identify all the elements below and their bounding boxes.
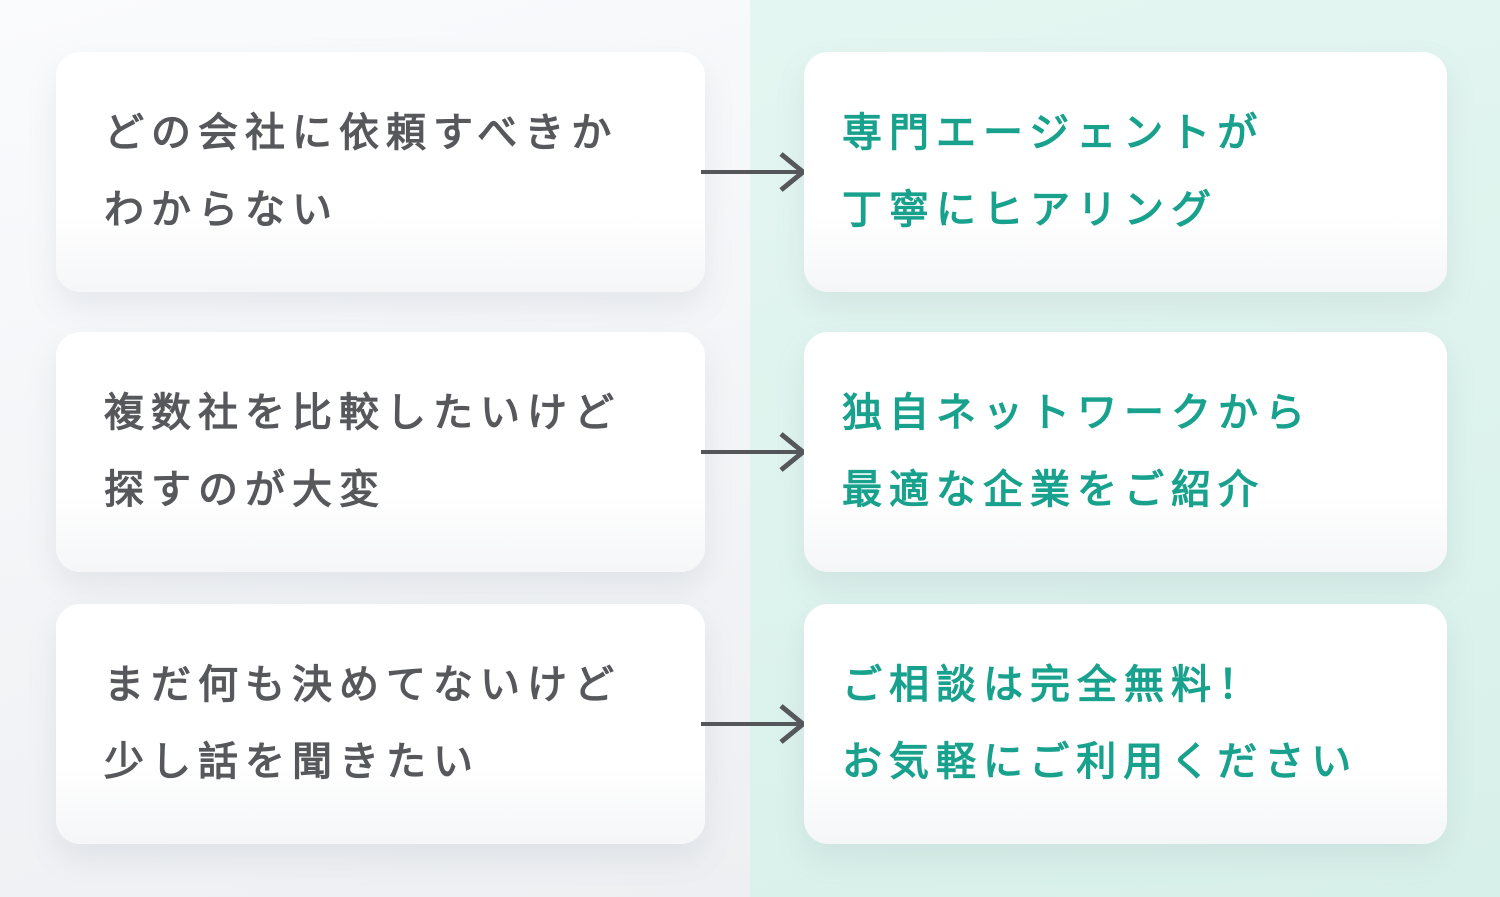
solution-text-line: 最適な企業をご紹介 (842, 468, 1265, 512)
solution-text-line: ご相談は完全無料！ (842, 663, 1265, 707)
problem-card: どの会社に依頼すべきか わからない (56, 52, 705, 292)
problem-text-line: 探すのが大変 (104, 468, 386, 512)
solution-card: ご相談は完全無料！ お気軽にご利用ください (804, 604, 1447, 844)
problem-text-line: わからない (104, 188, 339, 232)
problem-card: 複数社を比較したいけど 探すのが大変 (56, 332, 705, 572)
problem-text-line: 複数社を比較したいけど (104, 391, 621, 435)
solution-card: 独自ネットワークから 最適な企業をご紹介 (804, 332, 1447, 572)
problem-text-line: まだ何も決めてないけど (104, 663, 621, 707)
solution-text-line: お気軽にご利用ください (842, 740, 1359, 784)
arrow-right-icon (701, 432, 807, 472)
problem-card: まだ何も決めてないけど 少し話を聞きたい (56, 604, 705, 844)
solution-text-line: 丁寧にヒアリング (842, 188, 1218, 232)
solution-card: 専門エージェントが 丁寧にヒアリング (804, 52, 1447, 292)
solution-text-line: 独自ネットワークから (842, 391, 1312, 435)
arrow-right-icon (701, 152, 807, 192)
arrow-right-icon (701, 704, 807, 744)
problem-text-line: どの会社に依頼すべきか (104, 111, 619, 155)
solution-text-line: 専門エージェントが (842, 111, 1265, 155)
problem-text-line: 少し話を聞きたい (104, 740, 480, 784)
